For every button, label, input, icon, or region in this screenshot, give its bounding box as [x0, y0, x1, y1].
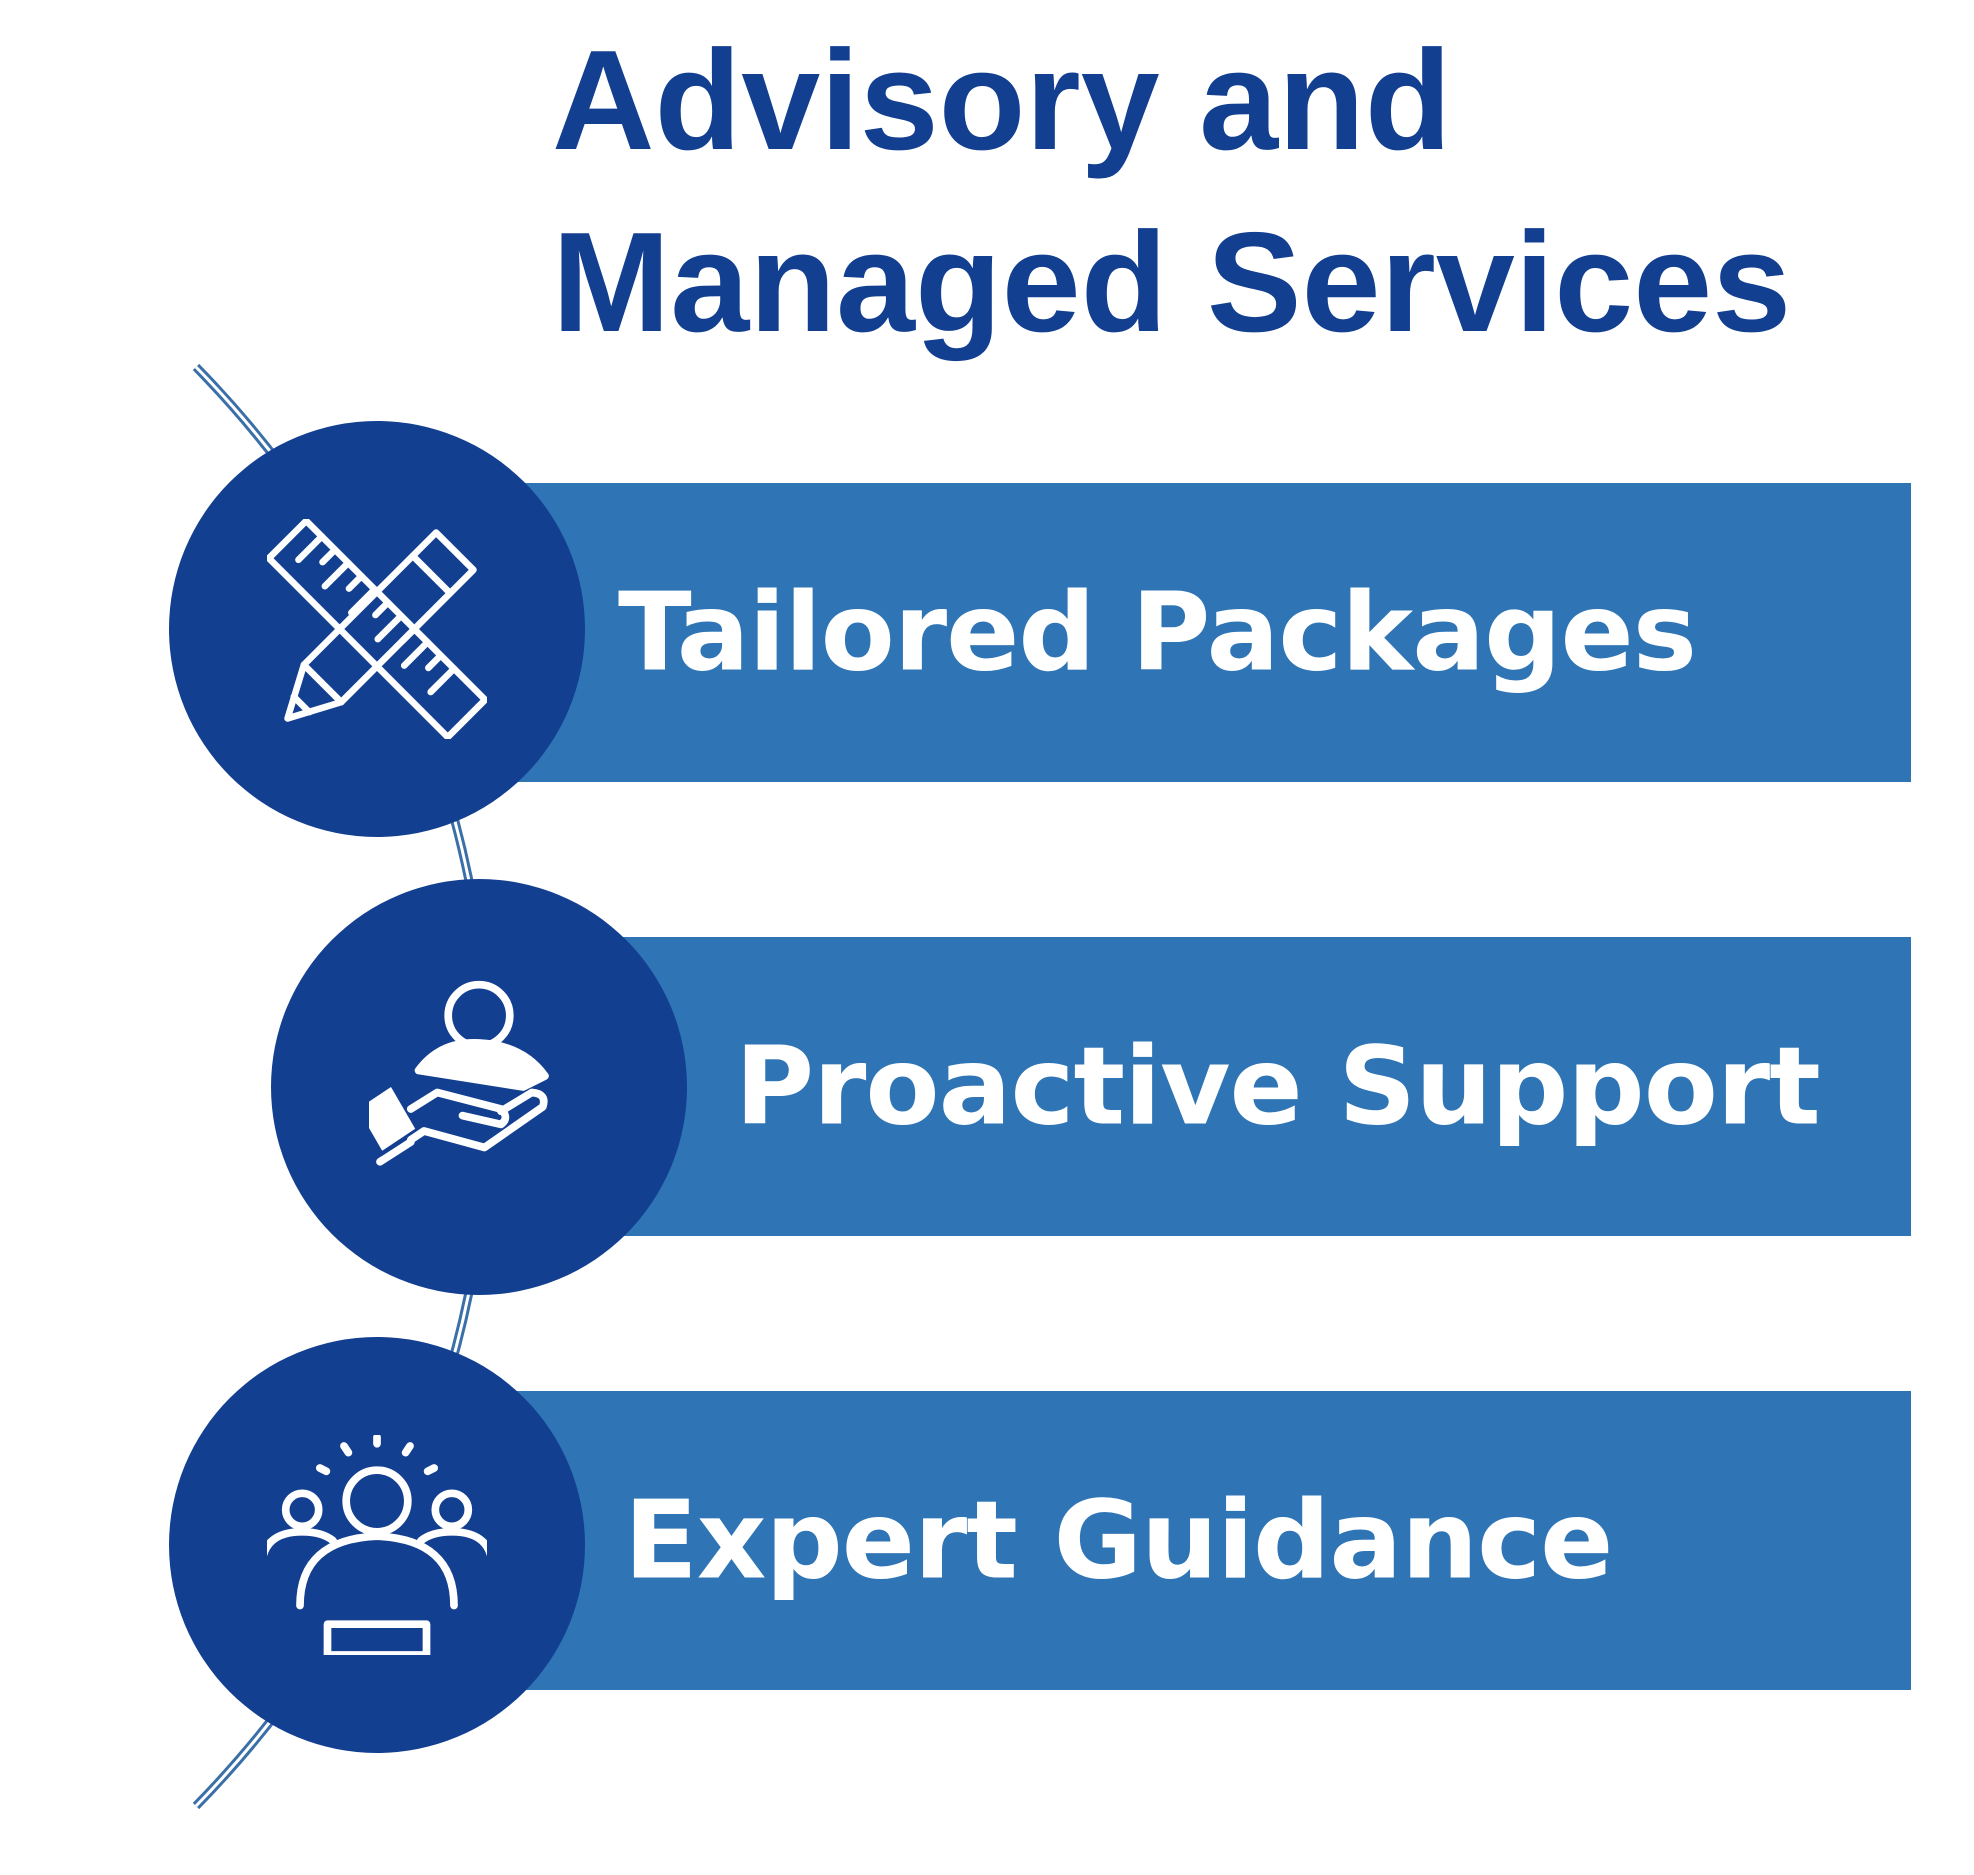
team-expert-icon [267, 1435, 487, 1655]
ruler-pencil-icon [267, 519, 487, 739]
item-bar-expert-guidance: Expert Guidance [500, 1391, 1911, 1690]
item-circle-3 [169, 1337, 585, 1753]
item-circle-1 [169, 421, 585, 837]
item-bar-tailored-packages: Tailored Packages [500, 483, 1911, 782]
hand-support-person-icon [369, 980, 549, 1166]
title-line-1: Advisory and [552, 21, 1452, 180]
title-line-2: Managed Services [552, 203, 1792, 362]
item-circle-2 [271, 879, 687, 1295]
item-label: Proactive Support [735, 1024, 1821, 1149]
item-label: Tailored Packages [618, 570, 1697, 695]
item-bar-proactive-support: Proactive Support [500, 937, 1911, 1236]
page-title: Advisory and Managed Services [552, 10, 1791, 374]
item-label: Expert Guidance [624, 1478, 1613, 1603]
